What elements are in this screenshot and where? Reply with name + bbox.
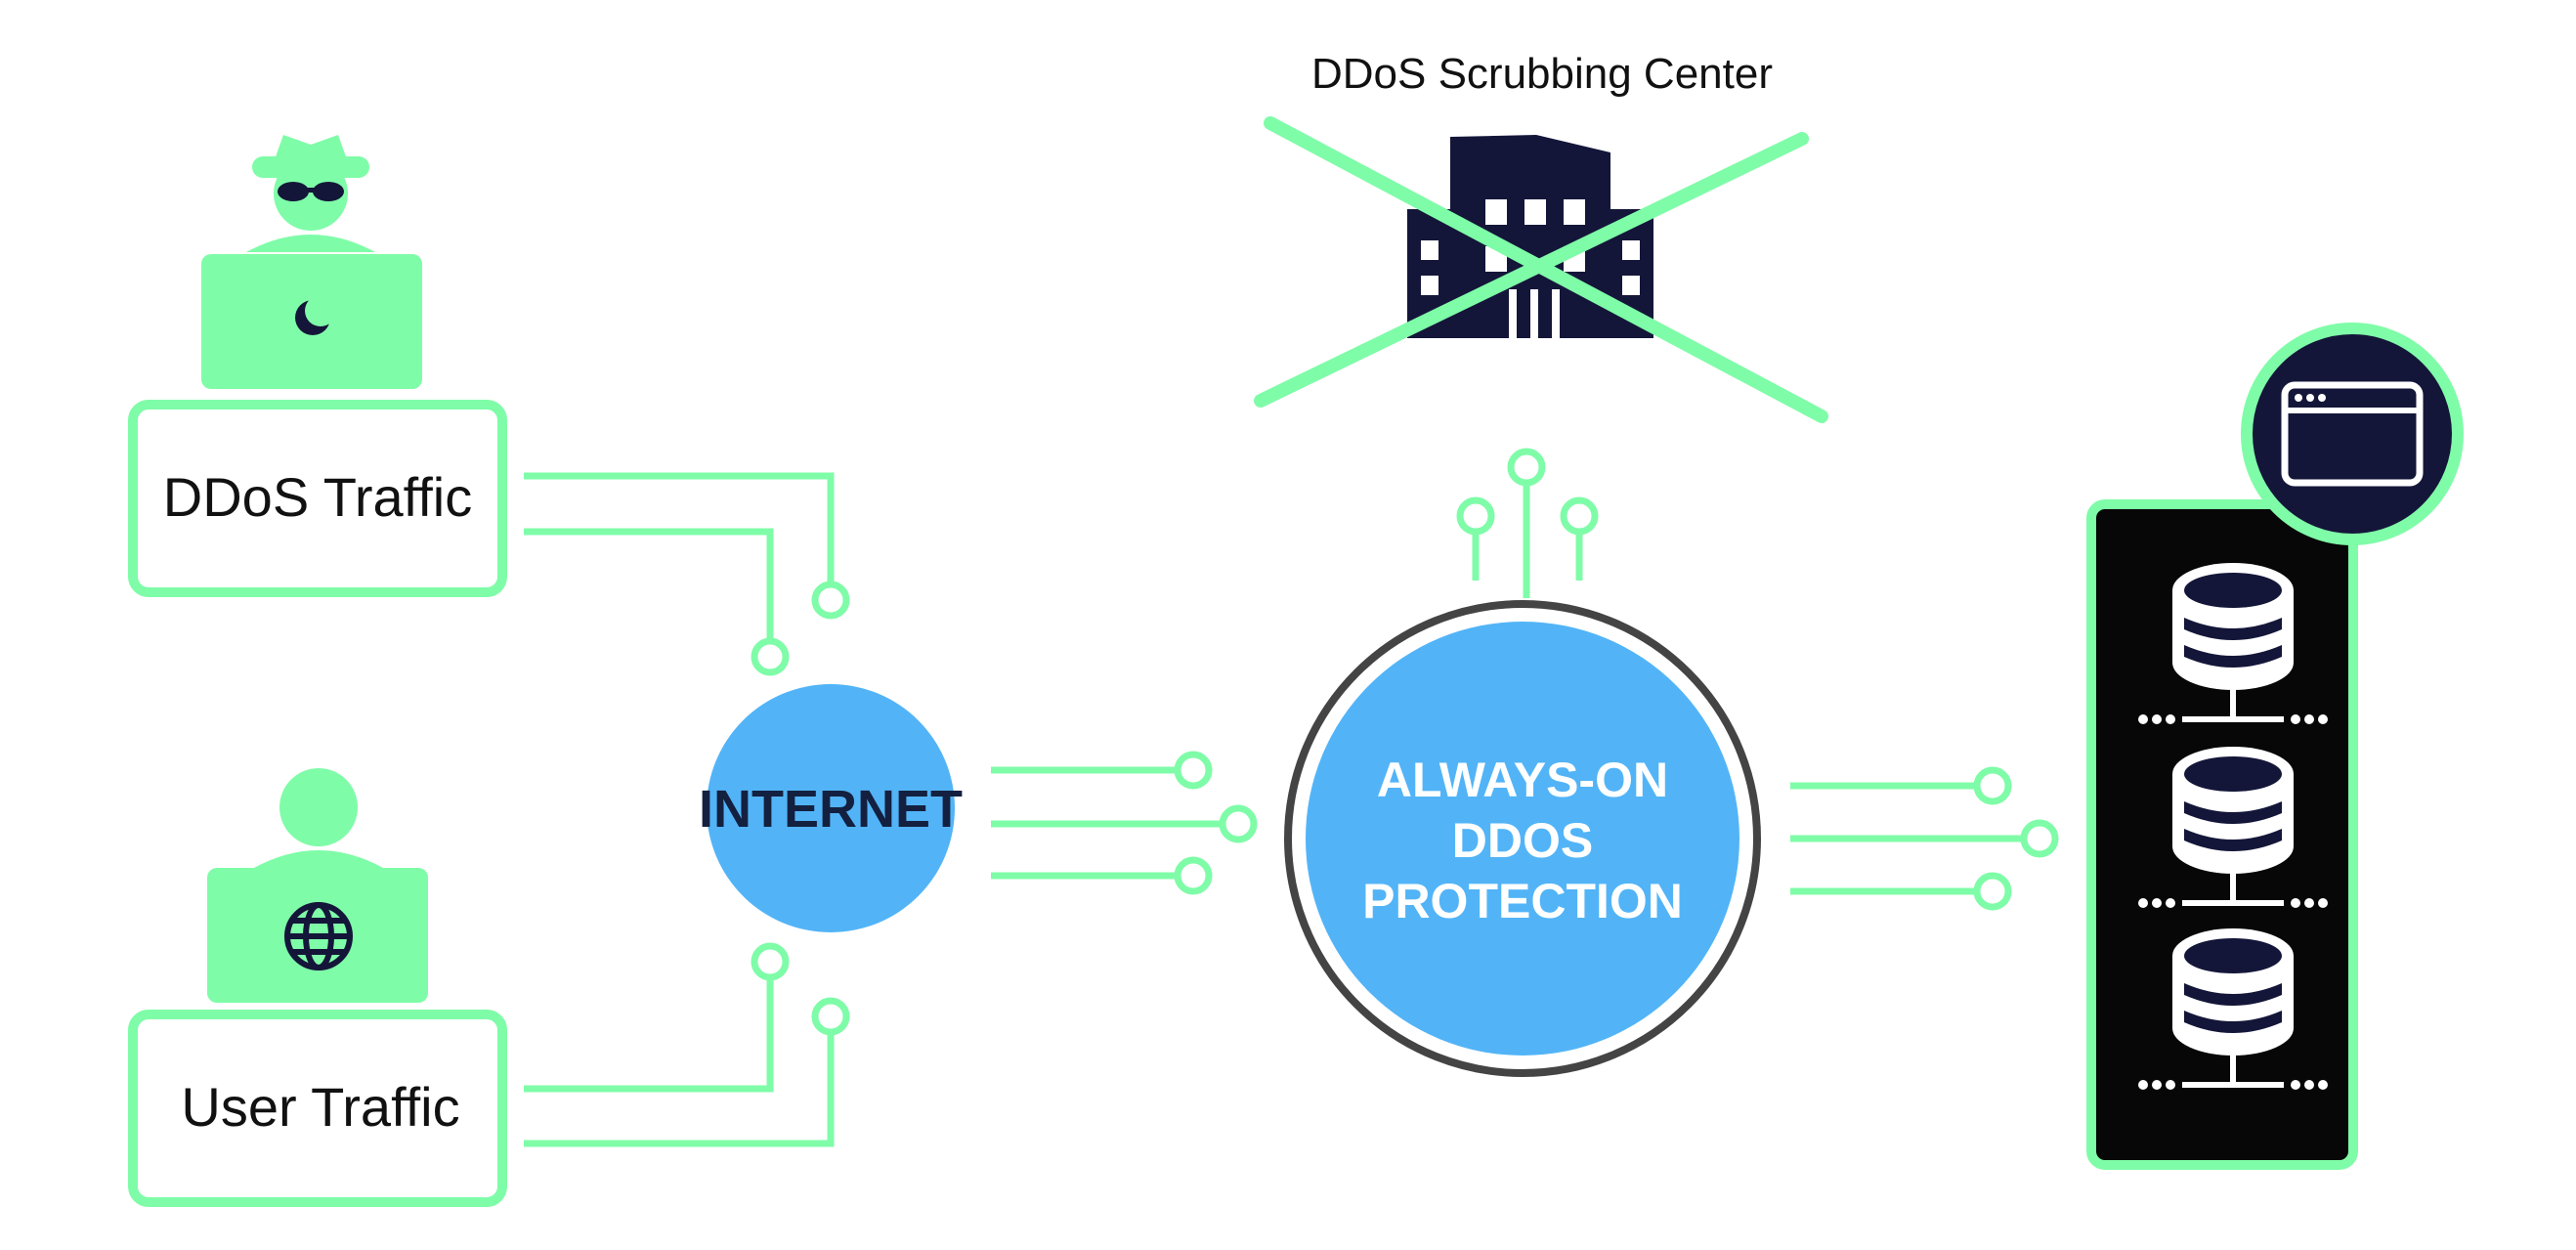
always-on-protection-node: ALWAYS-ON DDOS PROTECTION [1284, 600, 1761, 1077]
hacker-laptop-icon [201, 135, 422, 389]
globe-icon [284, 902, 353, 970]
server-connectors [1790, 766, 2059, 911]
browser-window-icon [2241, 323, 2464, 545]
internet-node: INTERNET [699, 684, 963, 932]
internet-connectors [991, 751, 1258, 895]
user-traffic-box [128, 1010, 507, 1207]
database-icon [2138, 928, 2328, 1090]
scrubbing-center: DDoS Scrubbing Center [1254, 50, 1828, 423]
protection-label-line-1: ALWAYS-ON [1377, 753, 1668, 807]
user-traffic-label: User Traffic [181, 1076, 459, 1138]
internet-label: INTERNET [699, 780, 963, 839]
source-connectors [524, 472, 850, 1147]
ddos-traffic-label: DDoS Traffic [163, 466, 472, 528]
ddos-traffic-box [128, 400, 507, 597]
moon-icon [295, 295, 336, 335]
server-rack [2086, 323, 2464, 1170]
protection-label-line-3: PROTECTION [1362, 874, 1683, 928]
database-icon [2138, 563, 2328, 724]
database-icon [2138, 747, 2328, 908]
protection-label-line-2: DDOS [1452, 813, 1593, 868]
protection-antenna [1456, 448, 1599, 598]
ddos-traffic-source: DDoS Traffic [128, 135, 507, 597]
cross-out-mark [1254, 116, 1828, 423]
scrubbing-center-title: DDoS Scrubbing Center [1311, 50, 1773, 98]
user-traffic-source: User Traffic [128, 768, 507, 1207]
user-laptop-icon [207, 768, 428, 1003]
